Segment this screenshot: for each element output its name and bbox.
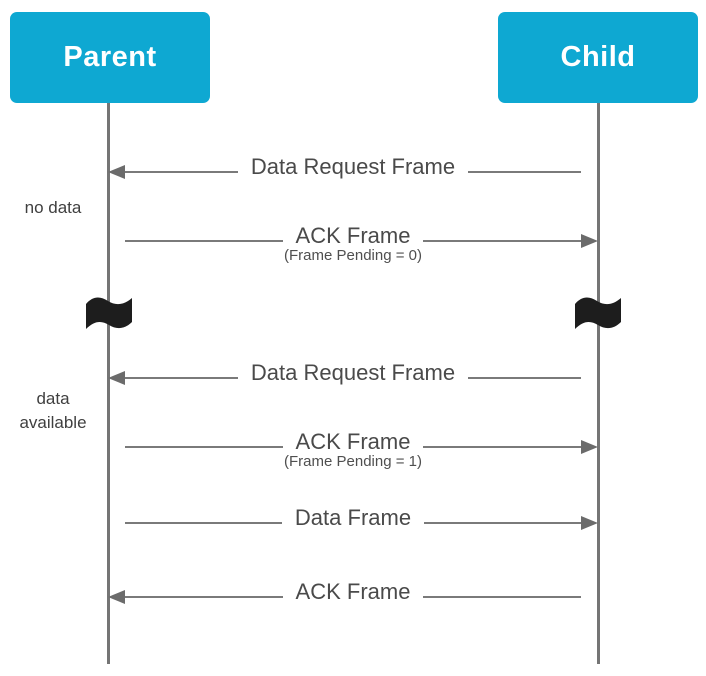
message-line xyxy=(125,240,283,242)
message-label: Data Frame xyxy=(294,505,412,530)
actor-child-box: Child xyxy=(498,12,698,103)
message-row-data-request-2: Data Request Frame xyxy=(108,360,598,395)
message-subtitle: (Frame Pending = 0) xyxy=(284,247,422,264)
actor-parent-box: Parent xyxy=(10,12,210,103)
arrowhead-left-icon xyxy=(108,165,125,179)
arrowhead-right-icon xyxy=(581,234,599,248)
message-line xyxy=(125,377,238,379)
message-line xyxy=(468,377,582,379)
message-line xyxy=(424,522,581,524)
arrowhead-right-icon xyxy=(581,516,598,530)
actor-child-label: Child xyxy=(560,41,636,73)
message-row-data-frame: Data Frame xyxy=(108,505,598,540)
flag-icon xyxy=(575,297,621,329)
arrowhead-left-icon xyxy=(108,590,125,604)
message-line xyxy=(125,596,283,598)
message-subtitle: (Frame Pending = 1) xyxy=(284,453,422,470)
child-lifeline xyxy=(597,103,600,664)
message-line xyxy=(423,240,582,242)
message-label: Data Request Frame xyxy=(250,154,456,179)
message-line xyxy=(125,522,282,524)
side-note-data-available: data available xyxy=(19,389,87,432)
message-line xyxy=(423,446,582,448)
message-label: ACK Frame xyxy=(295,429,411,454)
message-row-ack-1: ACK Frame (Frame Pending = 0) xyxy=(108,223,599,264)
arrowhead-right-icon xyxy=(581,440,599,454)
side-note-no-data: no data xyxy=(24,198,82,217)
message-line xyxy=(125,171,238,173)
message-row-data-request-1: Data Request Frame xyxy=(108,154,598,189)
message-label: ACK Frame xyxy=(295,579,411,604)
message-line xyxy=(423,596,582,598)
message-line xyxy=(468,171,582,173)
arrowhead-left-icon xyxy=(108,371,125,385)
actor-parent-label: Parent xyxy=(63,41,157,73)
message-label: Data Request Frame xyxy=(250,360,456,385)
message-row-ack-3: ACK Frame xyxy=(108,579,598,614)
message-row-ack-2: ACK Frame (Frame Pending = 1) xyxy=(108,429,599,470)
message-label: ACK Frame xyxy=(295,223,411,248)
flag-icon xyxy=(86,297,132,329)
message-line xyxy=(125,446,283,448)
